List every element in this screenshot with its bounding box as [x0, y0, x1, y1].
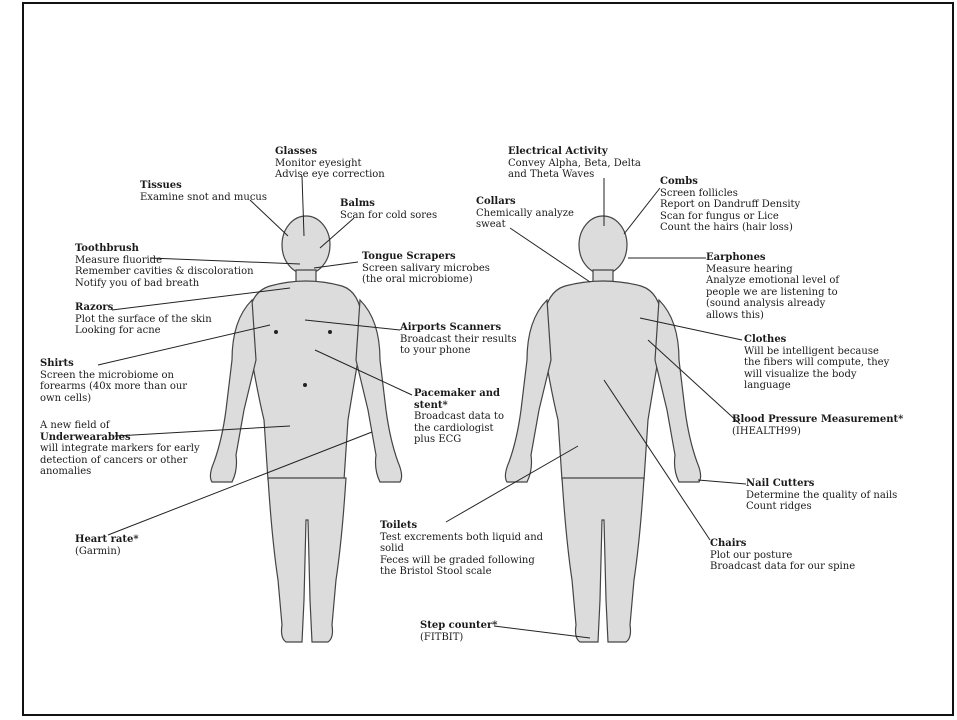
pacemaker-title: Pacemaker and stent* — [414, 388, 504, 411]
label-nail-cutters: Nail Cutters Determine the quality of na… — [746, 478, 897, 513]
label-toilets: Toilets Test excrements both liquid and … — [380, 520, 543, 578]
earphones-line-4: (sound analysis already — [706, 298, 839, 310]
clothes-line-1: Will be intelligent because — [744, 346, 889, 358]
toilets-line-1: Test excrements both liquid and — [380, 532, 543, 544]
collars-line-1: Chemically analyze — [476, 208, 574, 220]
glasses-line-1: Monitor eyesight — [275, 158, 385, 170]
combs-line-4: Count the hairs (hair loss) — [660, 222, 800, 234]
clothes-title: Clothes — [744, 334, 889, 346]
shirts-line-1: Screen the microbiome on — [40, 370, 187, 382]
nails-title: Nail Cutters — [746, 478, 897, 490]
toilets-title: Toilets — [380, 520, 543, 532]
heart-title: Heart rate* — [75, 534, 139, 546]
underwear-title: Underwearables — [40, 432, 200, 444]
bp-title: Blood Pressure Measurement* — [732, 414, 903, 426]
combs-line-1: Screen follicles — [660, 188, 800, 200]
balms-line-1: Scan for cold sores — [340, 210, 437, 222]
toilets-line-3: Feces will be graded following — [380, 555, 543, 567]
electrical-line-1: Convey Alpha, Beta, Delta — [508, 158, 641, 170]
chairs-line-1: Plot our posture — [710, 550, 855, 562]
glasses-title: Glasses — [275, 146, 385, 158]
shirts-line-2: forearms (40x more than our — [40, 381, 187, 393]
label-tissues: Tissues Examine snot and mucus — [140, 180, 267, 203]
label-toothbrush: Toothbrush Measure fluoride Remember cav… — [75, 243, 254, 289]
airports-line-2: to your phone — [400, 345, 517, 357]
earphones-line-1: Measure hearing — [706, 264, 839, 276]
label-airport-scanners: Airports Scanners Broadcast their result… — [400, 322, 517, 357]
earphones-line-3: people we are listening to — [706, 287, 839, 299]
clothes-line-3: will visualize the body — [744, 369, 889, 381]
earphones-line-5: allows this) — [706, 310, 839, 322]
combs-line-2: Report on Dandruff Density — [660, 199, 800, 211]
chairs-title: Chairs — [710, 538, 855, 550]
underwear-line-3: anomalies — [40, 466, 200, 478]
nails-line-2: Count ridges — [746, 501, 897, 513]
label-balms: Balms Scan for cold sores — [340, 198, 437, 221]
razors-line-2: Looking for acne — [75, 325, 212, 337]
label-step-counter: Step counter* (FITBIT) — [420, 620, 497, 643]
label-blood-pressure: Blood Pressure Measurement* (IHEALTH99) — [732, 414, 903, 437]
nails-line-1: Determine the quality of nails — [746, 490, 897, 502]
earphones-title: Earphones — [706, 252, 839, 264]
label-electrical-activity: Electrical Activity Convey Alpha, Beta, … — [508, 146, 641, 181]
toothbrush-line-1: Measure fluoride — [75, 255, 254, 267]
collars-line-2: sweat — [476, 219, 574, 231]
tongue-line-1: Screen salivary microbes — [362, 263, 490, 275]
tongue-line-2: (the oral microbiome) — [362, 274, 490, 286]
underwear-line-2: detection of cancers or other — [40, 455, 200, 467]
razors-line-1: Plot the surface of the skin — [75, 314, 212, 326]
shirts-line-3: own cells) — [40, 393, 187, 405]
clothes-line-2: the fibers will compute, they — [744, 357, 889, 369]
tongue-title: Tongue Scrapers — [362, 251, 490, 263]
label-tongue-scrapers: Tongue Scrapers Screen salivary microbes… — [362, 251, 490, 286]
toothbrush-title: Toothbrush — [75, 243, 254, 255]
balms-title: Balms — [340, 198, 437, 210]
label-underwearables: A new field of Underwearables will integ… — [40, 420, 200, 478]
label-pacemaker: Pacemaker and stent* Broadcast data to t… — [414, 388, 504, 446]
glasses-line-2: Advise eye correction — [275, 169, 385, 181]
label-heart-rate: Heart rate* (Garmin) — [75, 534, 139, 557]
label-shirts: Shirts Screen the microbiome on forearms… — [40, 358, 187, 404]
underwear-intro: A new field of — [40, 420, 200, 432]
bp-line-1: (IHEALTH99) — [732, 426, 903, 438]
airports-line-1: Broadcast their results — [400, 334, 517, 346]
toilets-line-2: solid — [380, 543, 543, 555]
toilets-line-4: the Bristol Stool scale — [380, 566, 543, 578]
collars-title: Collars — [476, 196, 574, 208]
label-combs: Combs Screen follicles Report on Dandruf… — [660, 176, 800, 234]
tissues-title: Tissues — [140, 180, 267, 192]
razors-title: Razors — [75, 302, 212, 314]
label-clothes: Clothes Will be intelligent because the … — [744, 334, 889, 392]
pacemaker-line-2: the cardiologist — [414, 423, 504, 435]
step-title: Step counter* — [420, 620, 497, 632]
step-line-1: (FITBIT) — [420, 632, 497, 644]
underwear-line-1: will integrate markers for early — [40, 443, 200, 455]
label-razors: Razors Plot the surface of the skin Look… — [75, 302, 212, 337]
back-body-figure — [505, 216, 700, 642]
toothbrush-line-3: Notify you of bad breath — [75, 278, 254, 290]
tissues-line-1: Examine snot and mucus — [140, 192, 267, 204]
pacemaker-line-1: Broadcast data to — [414, 411, 504, 423]
heart-line-1: (Garmin) — [75, 546, 139, 558]
electrical-title: Electrical Activity — [508, 146, 641, 158]
shirts-title: Shirts — [40, 358, 187, 370]
label-glasses: Glasses Monitor eyesight Advise eye corr… — [275, 146, 385, 181]
label-collars: Collars Chemically analyze sweat — [476, 196, 574, 231]
earphones-line-2: Analyze emotional level of — [706, 275, 839, 287]
clothes-line-4: language — [744, 380, 889, 392]
electrical-line-2: and Theta Waves — [508, 169, 641, 181]
label-chairs: Chairs Plot our posture Broadcast data f… — [710, 538, 855, 573]
label-earphones: Earphones Measure hearing Analyze emotio… — [706, 252, 839, 321]
combs-title: Combs — [660, 176, 800, 188]
combs-line-3: Scan for fungus or Lice — [660, 211, 800, 223]
toothbrush-line-2: Remember cavities & discoloration — [75, 266, 254, 278]
airports-title: Airports Scanners — [400, 322, 517, 334]
chairs-line-2: Broadcast data for our spine — [710, 561, 855, 573]
pacemaker-line-3: plus ECG — [414, 434, 504, 446]
